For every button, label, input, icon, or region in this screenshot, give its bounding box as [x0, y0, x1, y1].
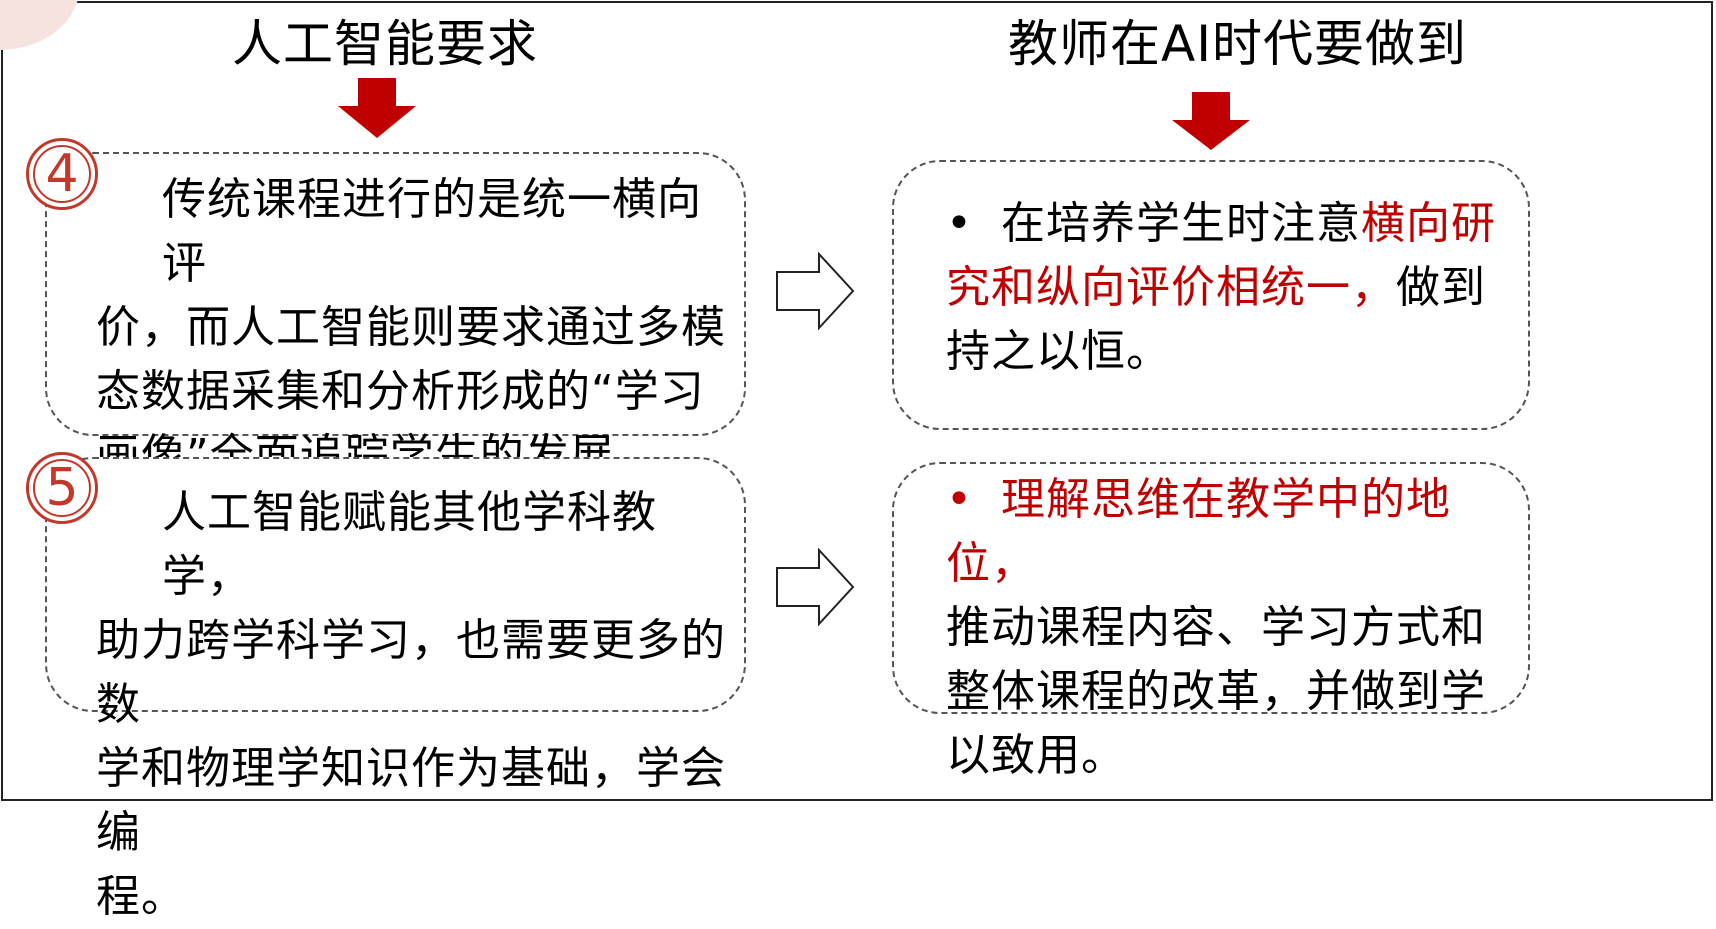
right-box2-line-3: 整体课程的改革，并做到学: [946, 666, 1486, 717]
right-box1-red-2: 究和纵向评价相统一，: [946, 262, 1396, 313]
right-arrow-icon-1: [776, 252, 855, 330]
slide-frame: [1, 1, 1713, 801]
left-box2-line-2: 助力跨学科学习，也需要更多的数: [96, 615, 726, 730]
right-heading: 教师在AI时代要做到: [1008, 15, 1467, 73]
right-box1-red-1: 横向研: [1360, 198, 1496, 249]
right-box2-red-1: 理解思维在教学中的地位，: [946, 474, 1451, 589]
left-box2-line-3: 学和物理学知识作为基础，学会编: [96, 743, 726, 858]
right-arrow-icon-2: [776, 548, 855, 626]
right-box1-line-2: 究和纵向评价相统一，做到: [946, 256, 1526, 320]
right-box1-text: • 在培养学生时注意横向研 究和纵向评价相统一，做到 持之以恒。: [946, 192, 1526, 384]
right-box1-plain-2: 做到: [1396, 262, 1486, 313]
left-box1-line-1: 传统课程进行的是统一横向评: [162, 174, 702, 289]
left-box-interdisciplinary: [45, 457, 746, 712]
left-box1-text: 传统课程进行的是统一横向评 价，而人工智能则要求通过多模 态数据采集和分析形成的…: [96, 168, 736, 488]
bullet-2: •: [946, 474, 973, 525]
right-down-arrow-icon: [1172, 92, 1250, 150]
left-heading: 人工智能要求: [232, 15, 538, 73]
badge-5: 5: [26, 452, 98, 524]
right-box1-line-1: • 在培养学生时注意横向研: [946, 192, 1526, 256]
left-box-traditional-evaluation: [45, 152, 746, 436]
right-box2-line-2: 推动课程内容、学习方式和: [946, 602, 1486, 653]
right-box2-line-1: •理解思维在教学中的地位，: [946, 468, 1526, 596]
right-box2-text: •理解思维在教学中的地位， 推动课程内容、学习方式和 整体课程的改革，并做到学 …: [946, 468, 1526, 788]
left-box2-text: 人工智能赋能其他学科教学， 助力跨学科学习，也需要更多的数 学和物理学知识作为基…: [96, 481, 736, 929]
right-box2-line-4: 以致用。: [946, 730, 1126, 781]
left-box1-line-3: 态数据采集和分析形成的“学习: [96, 366, 705, 417]
left-box1-line-2: 价，而人工智能则要求通过多模: [96, 302, 726, 353]
left-box2-line-1: 人工智能赋能其他学科教学，: [162, 487, 657, 602]
right-box-evaluation-unity: [892, 160, 1530, 430]
left-box2-line-4: 程。: [96, 871, 186, 922]
badge-4: 4: [26, 138, 98, 210]
right-box1-line-3: 持之以恒。: [946, 326, 1171, 377]
bullet-1: •: [946, 198, 973, 249]
right-box-thinking-reform: [892, 462, 1530, 714]
right-box1-plain-1: 在培养学生时注意: [1000, 198, 1361, 249]
left-down-arrow-icon: [338, 78, 416, 138]
